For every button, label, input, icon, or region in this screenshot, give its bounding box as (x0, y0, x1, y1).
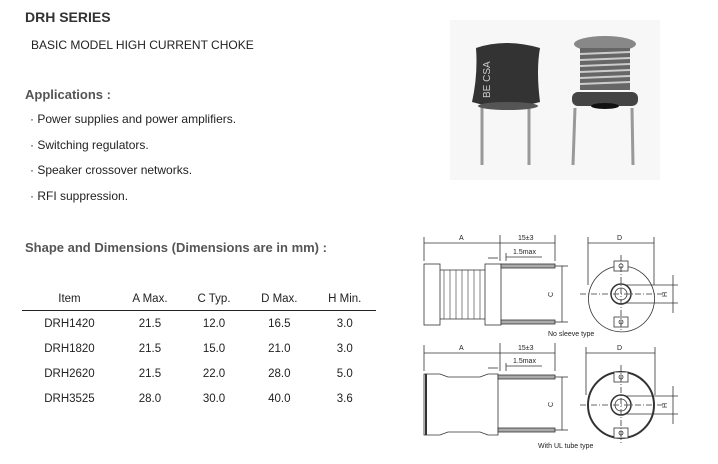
table-cell: 16.5 (268, 317, 291, 330)
label-c-top: C (548, 292, 555, 297)
caption-no-sleeve: No sleeve type (548, 331, 594, 338)
applications-heading: Applications : (25, 87, 111, 102)
series-subtitle: BASIC MODEL HIGH CURRENT CHOKE (31, 38, 254, 52)
table-cell: 12.0 (202, 317, 226, 330)
table-cell: 3.0 (336, 317, 353, 330)
label-lead-bottom: 15±3 (518, 345, 534, 352)
table-cell: DRH3525 (44, 392, 95, 405)
table-row: DRH1420 21.5 12.0 16.5 3.0 (22, 311, 376, 337)
label-c-bottom: C (548, 402, 555, 407)
table-cell: 15.0 (202, 342, 226, 355)
column-header: C Typ. (182, 290, 246, 311)
product-photo: BE CSA (450, 20, 660, 180)
photo-marking: BE CSA (482, 61, 493, 98)
table-row: DRH3525 28.0 30.0 40.0 3.6 (22, 386, 376, 411)
application-item: · Speaker crossover networks. (30, 163, 193, 177)
label-d-bottom: D (617, 345, 622, 352)
column-header: H Min. (313, 290, 376, 311)
label-gap-bottom: 1.5max (513, 358, 536, 365)
column-header: A Max. (116, 290, 183, 311)
table-row: DRH2620 21.5 22.0 28.0 5.0 (22, 361, 376, 386)
label-lead-top: 15±3 (518, 235, 534, 242)
dimensions-table: Item A Max. C Typ. D Max. H Min. DRH1420… (22, 290, 376, 411)
label-a-bottom: A (459, 345, 464, 352)
table-cell: 22.0 (202, 367, 226, 380)
dimensions-heading: Shape and Dimensions (Dimensions are in … (25, 240, 327, 255)
label-d-top: D (617, 235, 622, 242)
table-cell: DRH1420 (44, 317, 95, 330)
table-cell: 21.5 (138, 342, 162, 355)
table-row: DRH1820 21.5 15.0 21.0 3.0 (22, 336, 376, 361)
table-cell: DRH2620 (44, 367, 95, 380)
caption-ul-tube: With UL tube type (538, 443, 593, 450)
table-cell: 21.5 (138, 317, 162, 330)
table-cell: 30.0 (202, 392, 226, 405)
label-h-bottom: H (662, 403, 669, 408)
table-cell: 21.5 (138, 367, 162, 380)
table-cell: 28.0 (268, 367, 291, 380)
table-cell: 21.0 (268, 342, 291, 355)
application-item: · Switching regulators. (30, 138, 149, 152)
table-cell: 40.0 (268, 392, 291, 405)
column-header: Item (22, 290, 117, 311)
label-h-top: H (662, 292, 669, 297)
column-header: D Max. (245, 290, 314, 311)
dimension-diagram: A 15±3 1.5max C D H No sleeve type A 15±… (423, 235, 678, 450)
table-header-row: Item A Max. C Typ. D Max. H Min. (22, 290, 376, 311)
label-gap-top: 1.5max (513, 249, 536, 256)
application-item: · RFI suppression. (30, 189, 129, 203)
label-a-top: A (459, 235, 464, 242)
application-item: · Power supplies and power amplifiers. (30, 112, 237, 126)
table-cell: 3.6 (336, 392, 353, 405)
table-cell: 28.0 (138, 392, 162, 405)
table-cell: DRH1820 (44, 342, 95, 355)
series-title: DRH SERIES (25, 9, 111, 25)
table-cell: 3.0 (336, 342, 353, 355)
table-cell: 5.0 (336, 367, 353, 380)
